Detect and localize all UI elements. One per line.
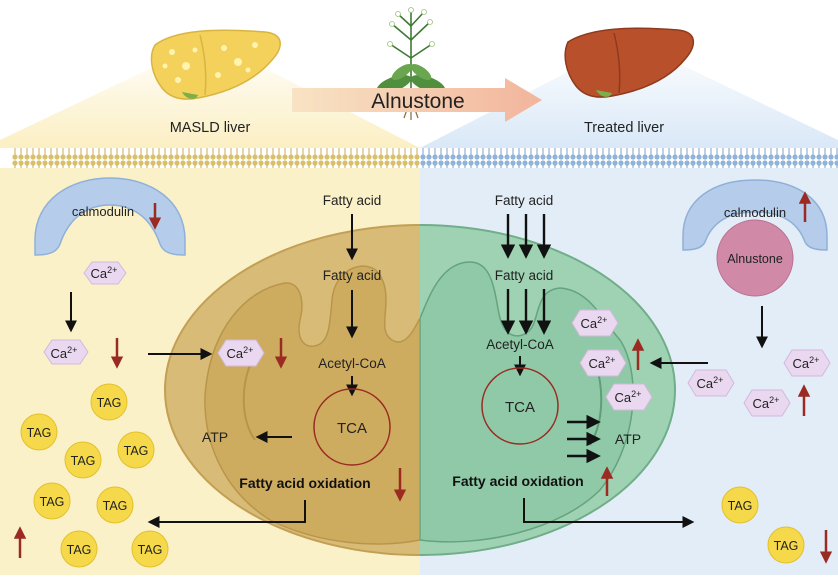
svg-text:Ca2+: Ca2+ <box>581 315 608 331</box>
tag-droplets-left: TAG TAG TAG TAG TAG TAG TAG TAG <box>20 383 169 568</box>
atp-right-label: ATP <box>615 431 641 447</box>
ca-mito-right-group: Ca2+ Ca2+ Ca2+ <box>571 309 653 411</box>
tca-left-label: TCA <box>337 420 367 437</box>
mitochondrion <box>164 224 676 556</box>
tca-right-label: TCA <box>505 399 535 416</box>
fatty-acid-outer-right: Fatty acid <box>495 193 554 208</box>
fao-left-label: Fatty acid oxidation <box>239 475 370 491</box>
svg-text:TAG: TAG <box>67 543 92 557</box>
svg-text:TAG: TAG <box>124 444 149 458</box>
treated-liver-label: Treated liver <box>584 120 664 136</box>
ca-hex-mito-left <box>217 339 265 367</box>
svg-text:TAG: TAG <box>40 495 65 509</box>
svg-text:TAG: TAG <box>728 499 753 513</box>
calmodulin-left <box>34 177 186 256</box>
arrow-to-tag-right <box>523 498 695 528</box>
right-membrane <box>420 148 838 168</box>
treated-liver-icon <box>564 27 694 98</box>
ca-free-right-group: Ca2+ Ca2+ Ca2+ <box>687 349 831 417</box>
acetyl-coa-right: Acetyl-CoA <box>486 337 554 352</box>
fatty-acid-inner-left: Fatty acid <box>323 268 382 283</box>
svg-text:Ca2+: Ca2+ <box>793 355 820 371</box>
svg-text:TAG: TAG <box>138 543 163 557</box>
acetyl-coa-left: Acetyl-CoA <box>318 356 386 371</box>
svg-text:TAG: TAG <box>27 426 52 440</box>
svg-text:TAG: TAG <box>71 454 96 468</box>
alnustone-molecule <box>716 219 794 297</box>
svg-text:Ca2+: Ca2+ <box>615 389 642 405</box>
svg-text:Ca2+: Ca2+ <box>589 355 616 371</box>
svg-text:TAG: TAG <box>774 539 799 553</box>
svg-text:TAG: TAG <box>103 499 128 513</box>
ca-free-label: Ca2+ <box>51 345 78 361</box>
ca-mito-left-label: Ca2+ <box>227 345 254 361</box>
svg-text:Ca2+: Ca2+ <box>753 395 780 411</box>
treatment-arrow <box>292 78 542 122</box>
alnustone-title: Alnustone <box>371 90 464 113</box>
masld-liver-label: MASLD liver <box>170 120 251 136</box>
left-membrane <box>12 148 420 168</box>
arrow-to-tag-left <box>147 500 306 528</box>
alnustone-bound-label: Alnustone <box>727 252 783 266</box>
ca-hex-bound <box>83 261 127 285</box>
tca-cycle-left <box>313 388 391 466</box>
tca-cycle-right <box>481 367 559 445</box>
tag-droplets-right: TAG TAG <box>721 486 805 564</box>
svg-text:Ca2+: Ca2+ <box>697 375 724 391</box>
right-light-cone <box>420 40 838 148</box>
fao-right-label: Fatty acid oxidation <box>452 473 583 489</box>
calmodulin-right-label: calmodulin <box>724 205 786 220</box>
fatty-acid-inner-right: Fatty acid <box>495 268 554 283</box>
ca-bound-label: Ca2+ <box>91 265 118 281</box>
calmodulin-right <box>682 179 828 251</box>
masld-liver-icon <box>150 29 281 100</box>
fatty-acid-outer-left: Fatty acid <box>323 193 382 208</box>
ca-hex-free <box>43 339 89 365</box>
plant-flowers <box>387 7 435 47</box>
svg-text:TAG: TAG <box>97 396 122 410</box>
atp-left-label: ATP <box>202 429 228 445</box>
calmodulin-left-label: calmodulin <box>72 204 134 219</box>
